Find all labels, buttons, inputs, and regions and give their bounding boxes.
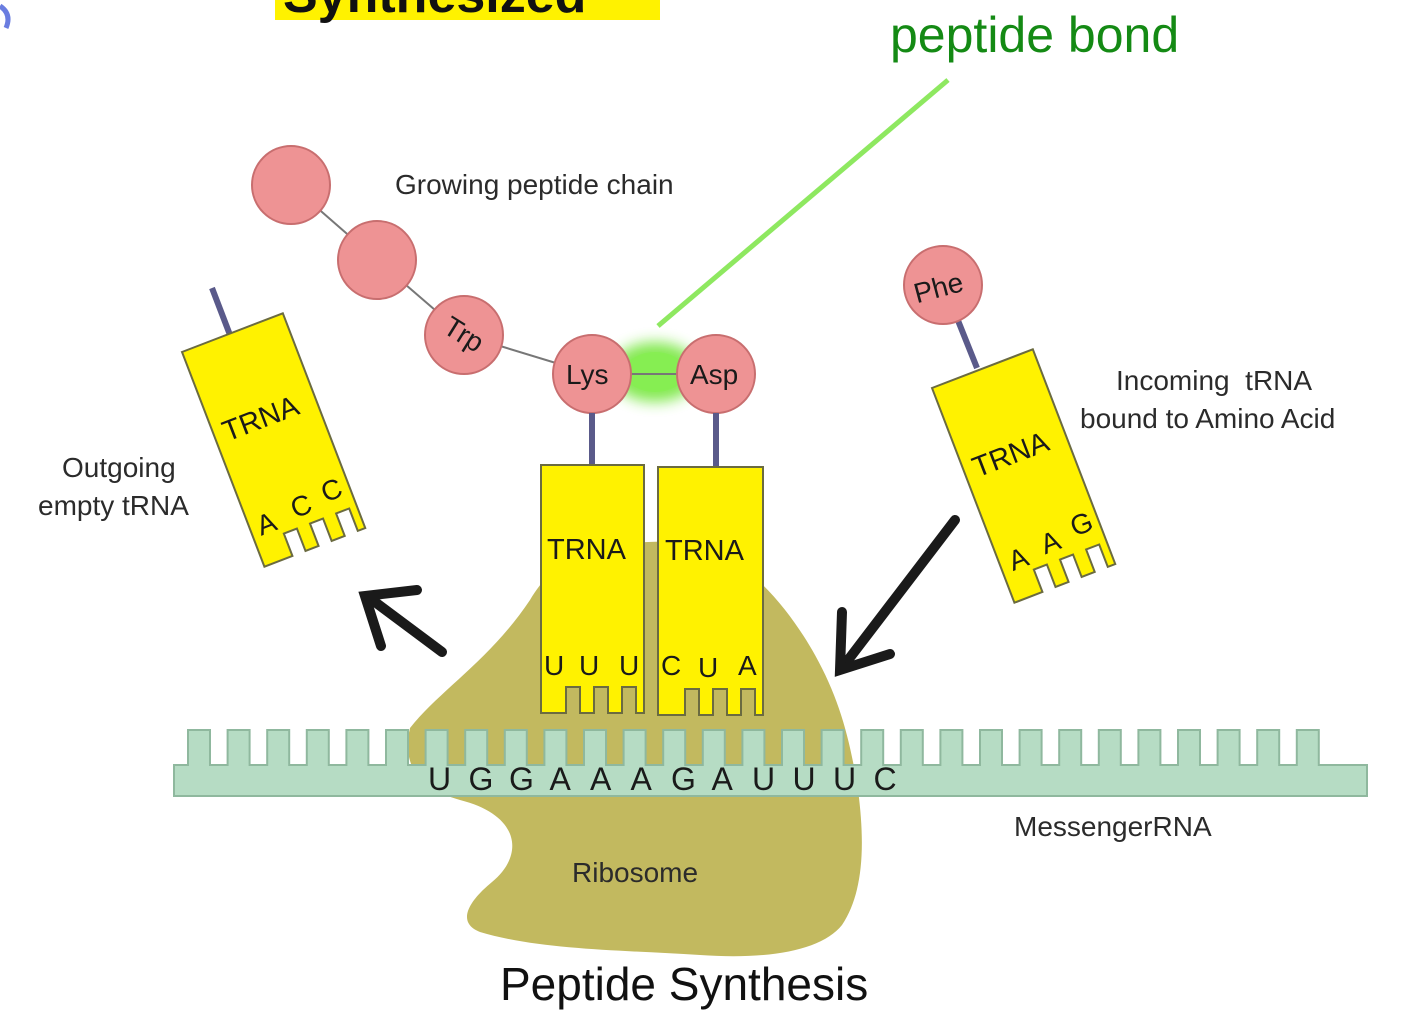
mrna-base: U: [428, 761, 451, 797]
incoming-trna-label-line2: bound to Amino Acid: [1080, 403, 1335, 434]
incoming-trna-label-line1: Incoming tRNA: [1116, 365, 1312, 396]
trna-a-site: TRNA C U A: [657, 466, 764, 716]
mrna-base: U: [833, 761, 856, 797]
mrna-base: G: [509, 761, 534, 797]
corner-glyph: [0, 3, 11, 29]
messenger-rna-strand: [173, 729, 1368, 797]
mrna-base: A: [590, 761, 612, 797]
outgoing-trna-label-line1: Outgoing: [62, 452, 176, 483]
outgoing-trna-stem: [209, 286, 233, 337]
anticodon-base: A: [738, 650, 757, 681]
mrna-base: A: [550, 761, 572, 797]
trna-body: [657, 466, 764, 716]
anticodon-base: U: [698, 652, 718, 683]
heading-highlight: [275, 0, 660, 20]
amino-acid-trp: [424, 295, 504, 375]
heading-fragment: Synthesized: [283, 0, 586, 24]
amino-acid-lys-label: Lys: [566, 359, 609, 390]
trna-label: TRNA: [665, 535, 745, 567]
anticodon-base: C: [661, 650, 681, 681]
trna-p-site: TRNA U U U: [540, 464, 645, 714]
mrna-base: U: [752, 761, 775, 797]
diagram-title: Peptide Synthesis: [500, 958, 868, 1010]
anticodon-base: U: [544, 650, 564, 681]
anticodon-base: U: [579, 650, 599, 681]
amino-acid-bead: [337, 220, 417, 300]
amino-acid-asp-label: Asp: [690, 359, 738, 390]
growing-chain-label: Growing peptide chain: [395, 169, 674, 200]
trna-body: [930, 348, 1117, 605]
outgoing-trna-label-line2: empty tRNA: [38, 490, 189, 521]
outgoing-arrow: [358, 585, 447, 657]
mrna-base: A: [712, 761, 734, 797]
peptide-bond-label: peptide bond: [890, 7, 1179, 63]
trna-label: TRNA: [547, 534, 627, 566]
anticodon-base: U: [619, 650, 639, 681]
trna-body: [180, 312, 367, 569]
trna-outgoing: TRNA A C C: [180, 312, 367, 569]
peptide-bond-pointer: [656, 78, 950, 328]
mrna-base: A: [631, 761, 653, 797]
trna-body: [540, 464, 645, 714]
ribosome-label: Ribosome: [572, 857, 698, 888]
phe-stem: [954, 316, 980, 370]
mrna-base: C: [874, 761, 897, 797]
incoming-arrow: [834, 515, 960, 677]
messenger-rna-label: MessengerRNA: [1014, 811, 1212, 842]
mrna-base: G: [469, 761, 494, 797]
amino-acid-bead: [251, 145, 331, 225]
mrna-base: U: [793, 761, 816, 797]
trna-incoming: TRNA A A G: [930, 348, 1117, 605]
mrna-base: G: [671, 761, 696, 797]
amino-acid-phe: [903, 245, 983, 325]
